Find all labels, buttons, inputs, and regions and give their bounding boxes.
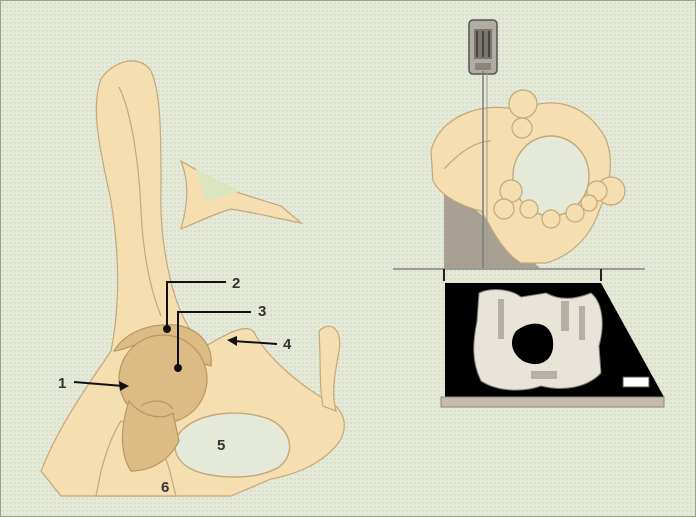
pubic-ramus: [319, 326, 340, 411]
label-5: 5: [217, 437, 225, 454]
xray-setup: [393, 20, 664, 407]
film-marker-icon: [623, 377, 649, 387]
radiograph-film: [441, 283, 664, 407]
obturator-foramen: [175, 413, 290, 477]
hip-anatomy: [41, 61, 344, 496]
label-2: 2: [232, 275, 240, 292]
label-3: 3: [258, 303, 266, 320]
label-4: 4: [283, 336, 292, 353]
label-1: 1: [58, 375, 66, 392]
label-6: 6: [161, 479, 169, 496]
xray-tube-icon: [469, 20, 497, 74]
